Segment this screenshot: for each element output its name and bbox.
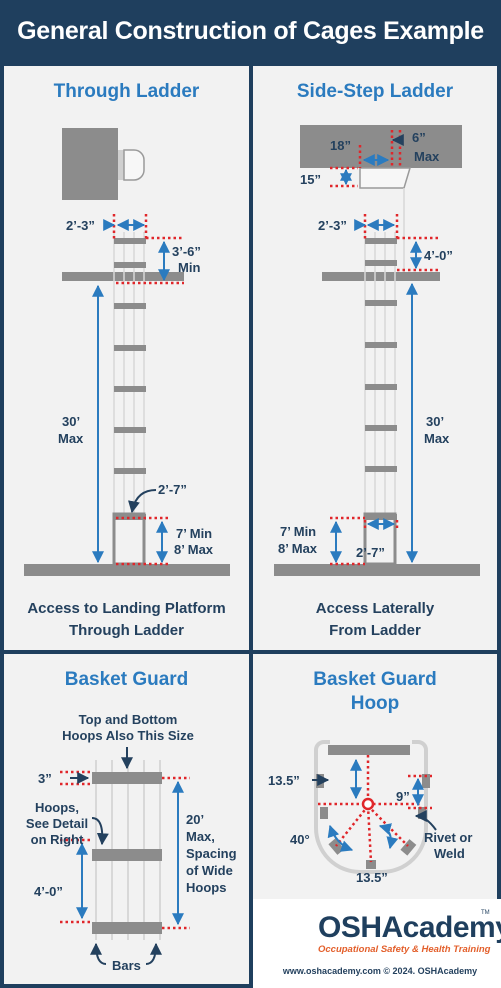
basket-hoops-label-1: Hoops, xyxy=(34,800,80,815)
dim-rise-label-b: Min xyxy=(178,260,201,275)
ground xyxy=(24,564,230,576)
side-dim-bottom-label-a: 7’ Min xyxy=(280,524,317,539)
hoop-radius-label: 13.5” xyxy=(268,773,300,788)
side-dim-rise-label: 4’-0” xyxy=(424,248,453,263)
hoop-rivet-label-2: Weld xyxy=(434,846,465,861)
basket-spacing-label-a: 20’ xyxy=(186,812,205,827)
basket-note-2: Hoops Also This Size xyxy=(62,728,194,743)
side-dim-width-label: 2’-3” xyxy=(318,218,347,233)
dim-opening-label: 2’-7” xyxy=(158,482,187,497)
side-step-caption-1: Access Laterally xyxy=(315,600,435,617)
logo-tagline: Occupational Safety & Health Training xyxy=(318,944,491,955)
side-step-ladder-drawing xyxy=(274,125,480,576)
side-dim-bottom-label-b: 8’ Max xyxy=(278,541,318,556)
landing-platform xyxy=(62,272,184,281)
hoop-nine-label: 9” xyxy=(396,789,410,804)
basket-guard-drawing xyxy=(60,747,190,965)
side-dim-height-label-b: Max xyxy=(424,431,450,446)
dim-height-label-a: 30’ xyxy=(62,414,81,429)
dim-bottom-label-b: 8’ Max xyxy=(174,542,214,557)
logo-trademark: TM xyxy=(481,910,490,916)
dim-six-label-b: Max xyxy=(414,149,440,164)
side-dim-height-label-a: 30’ xyxy=(426,414,445,429)
through-ladder-caption-2: Through Ladder xyxy=(69,622,184,639)
logo-footer: www.oshacademy.com © 2024. OSHAcademy xyxy=(282,966,478,976)
hoop-title-2: Hoop xyxy=(350,693,400,714)
basket-guard-title: Basket Guard xyxy=(64,669,189,690)
hoop-rivet-label-1: Rivet or xyxy=(424,830,473,845)
basket-note-1: Top and Bottom xyxy=(78,712,178,727)
side-step-caption-2: From Ladder xyxy=(329,622,421,639)
hoop-angle-label: 40° xyxy=(290,832,310,847)
logo-name: OSHAcademy xyxy=(318,911,501,944)
dim-width-label: 2’-3” xyxy=(66,218,95,233)
dim-height-label-b: Max xyxy=(58,431,84,446)
side-dim-opening-label: 2’-7” xyxy=(356,545,385,560)
basket-spacing-label-e: Hoops xyxy=(186,880,227,895)
dim-step-label: 18” xyxy=(330,138,351,153)
basket-guard-hoop-drawing xyxy=(312,740,437,874)
basket-dim-hoop-label: 3” xyxy=(38,771,52,786)
dim-bottom-label-a: 7’ Min xyxy=(176,526,213,541)
hoop-center xyxy=(361,797,375,811)
side-step-ladder-title: Side-Step Ladder xyxy=(296,81,454,102)
logo-area xyxy=(253,899,501,988)
basket-hoops-label-3: on Right xyxy=(30,832,84,847)
page-title: General Construction of Cages Example xyxy=(0,0,501,62)
dim-fifteen-label: 15” xyxy=(300,172,321,187)
dim-six-label-a: 6” xyxy=(412,130,426,145)
hoop-title-1: Basket Guard xyxy=(313,669,437,690)
through-ladder-caption-1: Access to Landing Platform xyxy=(27,600,226,617)
basket-dim-four-label: 4’-0” xyxy=(34,884,63,899)
basket-spacing-label-d: of Wide xyxy=(186,863,233,878)
basket-spacing-label-b: Max, xyxy=(186,829,215,844)
dim-rise-label-a: 3’-6” xyxy=(172,244,201,259)
platform-block xyxy=(62,128,118,200)
through-ladder-drawing xyxy=(24,128,230,576)
basket-bars-label: Bars xyxy=(112,958,141,973)
through-ladder-title: Through Ladder xyxy=(53,81,200,102)
basket-spacing-label-c: Spacing xyxy=(186,846,237,861)
basket-hoops-label-2: See Detail xyxy=(25,816,89,831)
hoop-radius-label-2: 13.5” xyxy=(356,870,388,885)
